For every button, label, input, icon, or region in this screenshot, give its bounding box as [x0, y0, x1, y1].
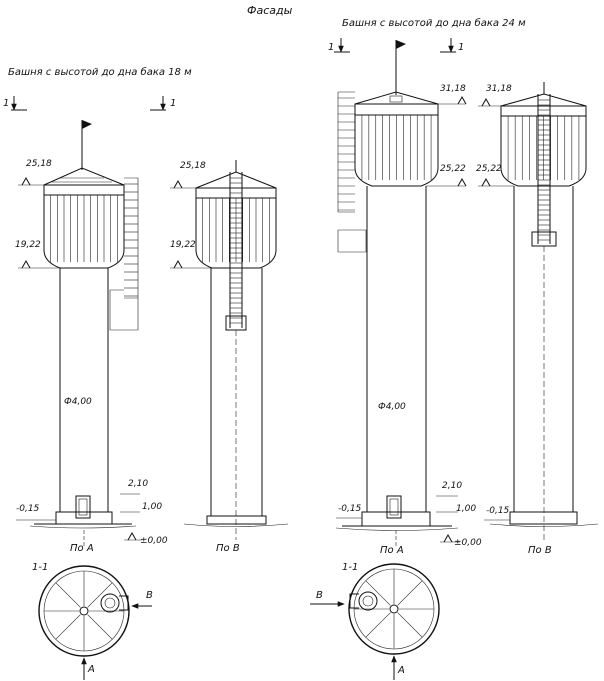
svg-text:1: 1 [458, 42, 464, 53]
svg-text:1: 1 [170, 98, 176, 109]
t18b-top-mark: 25,18 [180, 161, 206, 171]
t18a-caption: По А [70, 543, 94, 554]
t18a-mark-minus: -0,15 [16, 504, 40, 514]
plan24-arrow-b: В [316, 590, 323, 601]
plan18-arrow-b: В [146, 590, 153, 601]
t18b-caption: По В [216, 543, 240, 554]
svg-text:1: 1 [328, 42, 334, 53]
t18b-tank-bottom-mark: 19,22 [170, 240, 196, 250]
t24a-tank-bottom-mark: 25,22 [440, 164, 466, 174]
section-mark-left-24m: 1 [328, 38, 350, 53]
t18a-mark-2-10: 2,10 [128, 479, 148, 489]
plan24-arrow-a: А [397, 665, 405, 676]
t18a-tank-bottom-mark: 19,22 [15, 240, 41, 250]
plan18-arrow-a: А [87, 664, 95, 675]
t24a-diameter: Ф4,00 [378, 402, 406, 412]
section-mark-right-24m: 1 [440, 38, 464, 53]
t18a-mark-zero: ±0,00 [140, 536, 168, 546]
t24a-caption: По А [380, 545, 404, 556]
t24b-tank-bottom-mark: 25,22 [476, 164, 502, 174]
plan24-title: 1-1 [342, 562, 358, 573]
svg-text:1: 1 [3, 98, 9, 109]
tower-18m-front-view [16, 120, 142, 548]
section-mark-left-18m: 1 [3, 96, 27, 111]
t18a-diameter: Ф4,00 [64, 397, 92, 407]
t18a-top-mark: 25,18 [26, 159, 52, 169]
t24a-mark-1-00: 1,00 [456, 504, 476, 514]
tower-18m-side-view [170, 160, 289, 540]
section-mark-right-18m: 1 [150, 96, 176, 111]
t24b-mark-minus: -0,15 [486, 506, 510, 516]
tower-24m-side-view [478, 82, 599, 540]
t24a-mark-zero: ±0,00 [454, 538, 482, 548]
t24b-top-mark: 31,18 [486, 84, 512, 94]
sheet-title: Фасады [247, 4, 293, 17]
group-title-24m: Башня с высотой до дна бака 24 м [342, 17, 526, 29]
t24a-mark-2-10: 2,10 [442, 481, 462, 491]
tower-24m-front-view [335, 40, 467, 548]
plan18-title: 1-1 [32, 562, 48, 573]
group-title-18m: Башня с высотой до дна бака 18 м [8, 66, 192, 78]
plan-section-24m [310, 563, 440, 680]
t18a-mark-1-00: 1,00 [142, 502, 162, 512]
plan-section-18m [38, 565, 152, 680]
t24a-top-mark: 31,18 [440, 84, 466, 94]
t24b-caption: По В [528, 545, 552, 556]
t24a-mark-minus: -0,15 [338, 504, 362, 514]
